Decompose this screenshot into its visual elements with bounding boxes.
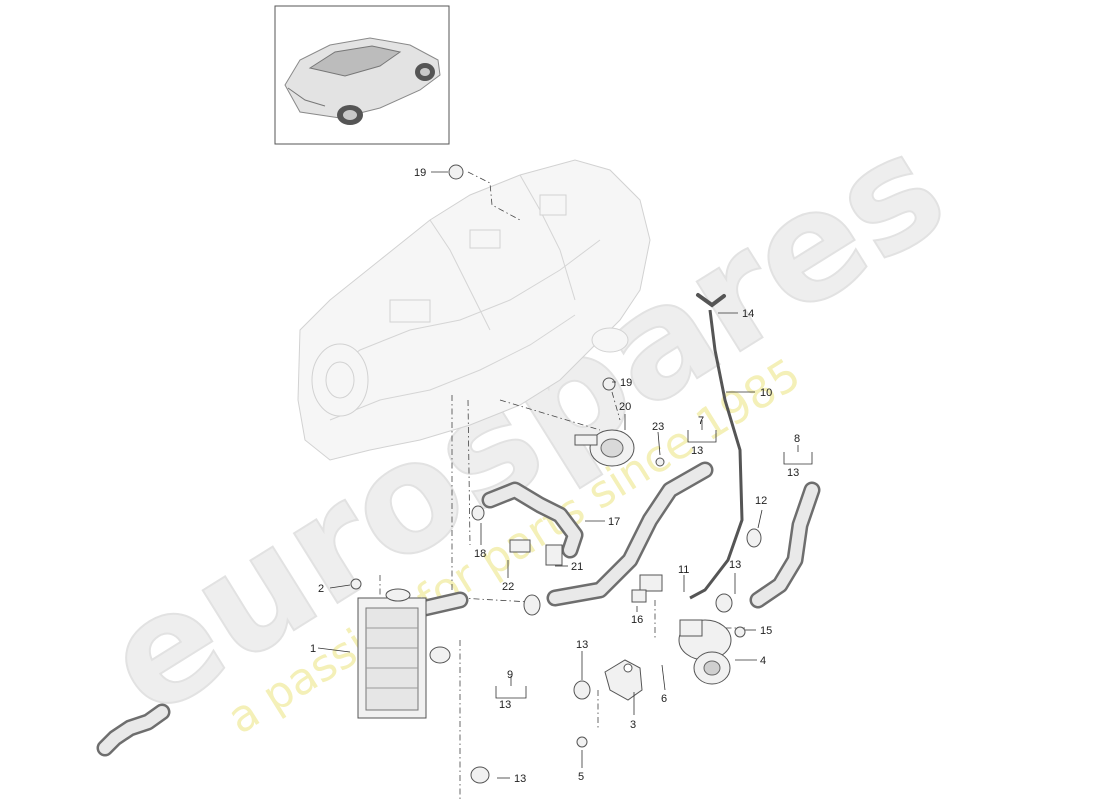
callout-17: 17 <box>608 516 620 528</box>
callout-labels: 1 2 3 4 5 6 7 8 9 13 13 13 10 11 12 13 1… <box>310 167 800 785</box>
clamps <box>350 164 762 784</box>
callout-20: 20 <box>619 401 631 413</box>
callout-23: 23 <box>652 421 664 433</box>
group-brackets <box>495 430 813 699</box>
callout-14: 14 <box>742 308 754 320</box>
callout-10: 10 <box>760 387 772 399</box>
callout-7: 7 <box>698 415 704 427</box>
callout-21: 21 <box>571 561 583 573</box>
thermostat-housing <box>678 619 732 685</box>
pump-20 <box>574 429 635 467</box>
transmission-ghost <box>297 159 651 461</box>
callout-13-group-8: 13 <box>787 467 799 479</box>
callout-13-group-7: 13 <box>691 445 703 457</box>
callout-13-group-9: 13 <box>499 699 511 711</box>
callout-22: 22 <box>502 581 514 593</box>
callout-11: 11 <box>678 564 689 576</box>
callout-16: 16 <box>631 614 643 626</box>
car-thumbnail <box>274 5 450 145</box>
callout-13-clamp-a: 13 <box>729 559 741 571</box>
breather-line-10 <box>689 309 744 600</box>
callout-12: 12 <box>755 495 767 507</box>
breather-fitting-14 <box>696 293 726 308</box>
callout-8: 8 <box>794 433 800 445</box>
hose-8 <box>749 481 821 609</box>
callout-5: 5 <box>578 771 584 783</box>
callout-2: 2 <box>318 583 324 595</box>
leader-lines <box>317 171 799 779</box>
callout-13-clamp-c: 13 <box>514 773 526 785</box>
callout-9: 9 <box>507 669 513 681</box>
callout-4: 4 <box>760 655 766 667</box>
callout-6: 6 <box>661 693 667 705</box>
callout-13-clamp-b: 13 <box>576 639 588 651</box>
oil-cooler <box>357 588 451 719</box>
callout-3: 3 <box>630 719 636 731</box>
callout-18: 18 <box>474 548 486 560</box>
callout-1: 1 <box>310 643 316 655</box>
hose-cooler-outlet <box>416 591 469 617</box>
bracket-3 <box>604 659 643 701</box>
hose-17 <box>481 481 584 559</box>
car-icon <box>284 37 441 125</box>
sensor-16 <box>631 574 663 603</box>
hose-7 <box>546 461 714 607</box>
callout-19-mid: 19 <box>620 377 632 389</box>
callout-15: 15 <box>760 625 772 637</box>
hose-9 <box>96 703 171 757</box>
callout-19-top: 19 <box>414 167 426 179</box>
